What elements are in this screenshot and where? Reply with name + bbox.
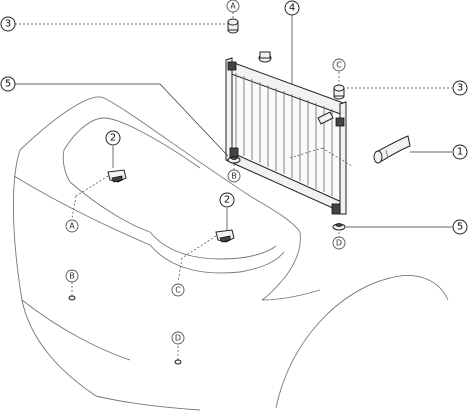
callout-1: 1 <box>452 144 468 160</box>
ref-b-body: B <box>65 269 79 283</box>
ref-d-body: D <box>171 331 185 345</box>
callout-3-right: 3 <box>452 80 468 96</box>
callout-5-right: 5 <box>452 219 468 235</box>
callout-1-label: 1 <box>457 147 463 158</box>
ref-c-body-label: C <box>175 286 181 295</box>
callout-5-left-label: 5 <box>5 79 11 90</box>
callout-5-right-label: 5 <box>457 222 463 233</box>
ref-b-mid-label: B <box>231 172 237 181</box>
callout-2-right: 2 <box>219 192 235 208</box>
callout-4: 4 <box>284 0 300 16</box>
ref-c-right-label: C <box>336 61 342 70</box>
ref-b-mid: B <box>227 169 241 183</box>
callout-3-right-label: 3 <box>457 83 463 94</box>
upper-mount-bushing-right <box>333 84 345 100</box>
callout-3-left: 3 <box>0 16 16 32</box>
radiator <box>225 51 347 215</box>
callout-4-label: 4 <box>289 3 295 14</box>
vehicle-body-outline <box>12 96 449 411</box>
ref-d-body-label: D <box>175 334 181 343</box>
mount-bracket-left <box>107 169 127 183</box>
callout-5-left: 5 <box>0 76 16 92</box>
upper-mount-bushing-left <box>227 18 239 34</box>
ref-a-body: A <box>65 219 79 233</box>
ref-a-top-label: A <box>230 2 236 11</box>
mount-bracket-right <box>215 229 235 243</box>
ref-c-right: C <box>332 58 346 72</box>
body-fastener-b <box>68 295 76 301</box>
assembly-guide-lines <box>71 12 353 362</box>
ref-a-body-label: A <box>69 222 75 231</box>
callout-2-left: 2 <box>105 130 121 146</box>
ref-a-top: A <box>226 0 240 13</box>
callout-2-right-label: 2 <box>224 195 230 206</box>
ref-d-right: D <box>332 236 346 250</box>
ref-b-body-label: B <box>69 272 75 281</box>
radiator-hose <box>373 135 411 164</box>
ref-d-right-label: D <box>336 239 342 248</box>
callout-leaders <box>15 15 452 230</box>
lower-mount-bushing-right <box>332 223 346 231</box>
lower-mount-bushing-left <box>227 156 241 164</box>
callout-3-left-label: 3 <box>5 19 11 30</box>
callout-2-left-label: 2 <box>110 133 116 144</box>
body-fastener-d <box>174 359 182 365</box>
ref-c-body: C <box>171 283 185 297</box>
